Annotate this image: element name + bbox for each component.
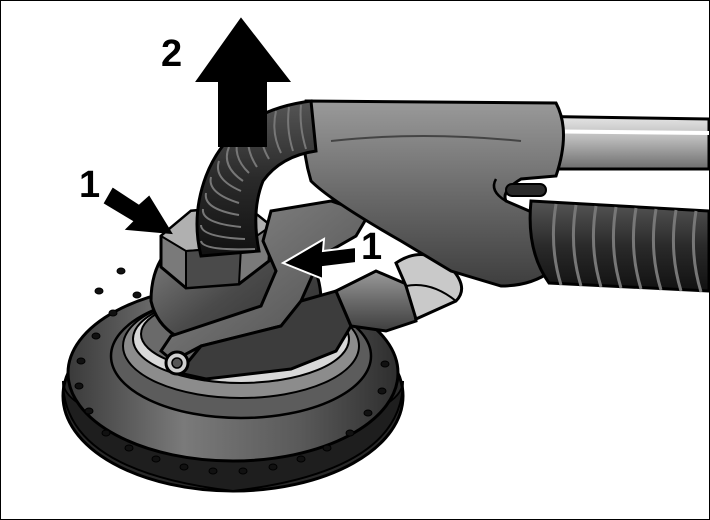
callout-step-1-left: 1 xyxy=(79,164,100,206)
perforation-holes xyxy=(74,267,390,475)
suction-hose-right xyxy=(528,199,709,293)
callout-step-1-right: 1 xyxy=(361,226,382,268)
arrow-press-right-icon xyxy=(280,237,357,281)
callout-step-2: 2 xyxy=(161,33,182,75)
extraction-connector xyxy=(334,253,464,333)
y-joint xyxy=(301,99,565,288)
arrow-up-icon xyxy=(195,17,292,147)
arrow-press-left-icon xyxy=(103,187,173,235)
